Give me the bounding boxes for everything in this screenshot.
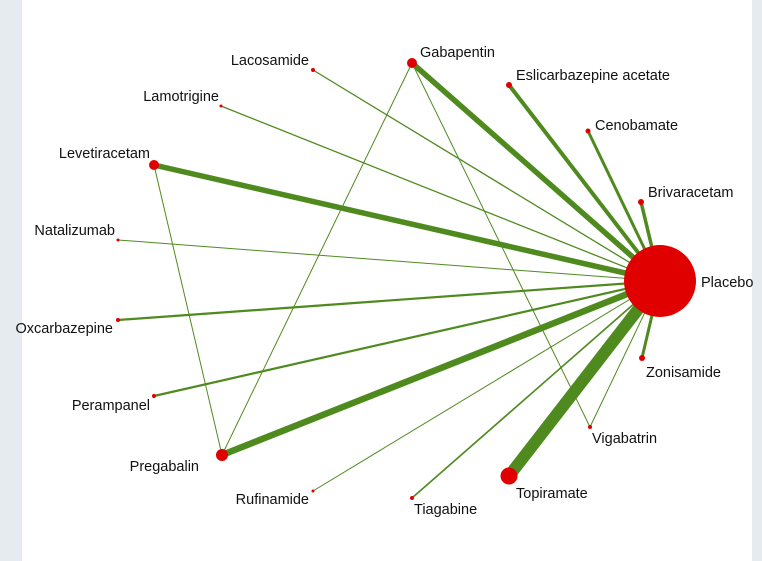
label-brivaracetam: Brivaracetam xyxy=(648,185,733,201)
edge-placebo-eslicarbazepine xyxy=(507,83,662,283)
node-oxcarbazepine xyxy=(116,318,120,322)
node-lamotrigine xyxy=(219,104,223,108)
edge-placebo-levetiracetam xyxy=(153,162,661,284)
label-pregabalin: Pregabalin xyxy=(130,459,199,475)
node-cenobamate xyxy=(585,128,591,134)
edge-gabapentin-vigabatrin xyxy=(411,62,591,428)
label-rufinamide: Rufinamide xyxy=(236,492,309,508)
label-eslicarbazepine: Eslicarbazepine acetate xyxy=(516,68,670,84)
label-oxcarbazepine: Oxcarbazepine xyxy=(15,321,113,337)
label-placebo: Placebo xyxy=(701,275,753,291)
edge-placebo-oxcarbazepine xyxy=(117,279,661,322)
label-lacosamide: Lacosamide xyxy=(231,53,309,69)
label-lamotrigine: Lamotrigine xyxy=(143,89,219,105)
edge-gabapentin-pregabalin xyxy=(221,62,413,456)
label-topiramate: Topiramate xyxy=(516,486,588,502)
node-tiagabine xyxy=(410,496,414,500)
label-gabapentin: Gabapentin xyxy=(420,45,495,61)
node-eslicarbazepine xyxy=(506,82,512,88)
edges-layer xyxy=(117,60,665,499)
node-gabapentin xyxy=(407,58,417,68)
label-zonisamide: Zonisamide xyxy=(646,365,721,381)
label-natalizumab: Natalizumab xyxy=(34,223,115,239)
edge-placebo-perampanel xyxy=(153,279,661,398)
label-tiagabine: Tiagabine xyxy=(414,502,477,518)
edge-placebo-pregabalin xyxy=(220,277,662,459)
nodes-layer xyxy=(116,58,696,500)
node-pregabalin xyxy=(216,449,228,461)
label-perampanel: Perampanel xyxy=(72,398,150,414)
labels-layer: Placebo Lacosamide GabapentinEslicarbazepi… xyxy=(15,45,753,518)
node-zonisamide xyxy=(639,355,645,361)
edge-placebo-tiagabine xyxy=(411,280,661,499)
edge-placebo-topiramate xyxy=(504,277,665,480)
node-vigabatrin xyxy=(588,425,592,429)
node-brivaracetam xyxy=(638,199,644,205)
node-levetiracetam xyxy=(149,160,159,170)
edge-levetiracetam-pregabalin xyxy=(153,164,223,456)
label-cenobamate: Cenobamate xyxy=(595,118,678,134)
label-vigabatrin: Vigabatrin xyxy=(592,431,657,447)
node-perampanel xyxy=(152,394,156,398)
node-placebo xyxy=(624,245,696,317)
left-margin-bar xyxy=(0,0,22,561)
edge-placebo-lamotrigine xyxy=(220,105,661,282)
edge-placebo-lacosamide xyxy=(312,69,661,282)
node-lacosamide xyxy=(311,68,315,72)
node-natalizumab xyxy=(116,238,120,242)
node-topiramate xyxy=(500,467,518,485)
label-levetiracetam: Levetiracetam xyxy=(59,146,150,162)
node-rufinamide xyxy=(311,489,315,493)
edge-placebo-natalizumab xyxy=(117,239,661,282)
edge-placebo-rufinamide xyxy=(312,280,661,492)
right-margin-bar xyxy=(752,0,762,561)
edge-placebo-gabapentin xyxy=(410,60,662,284)
